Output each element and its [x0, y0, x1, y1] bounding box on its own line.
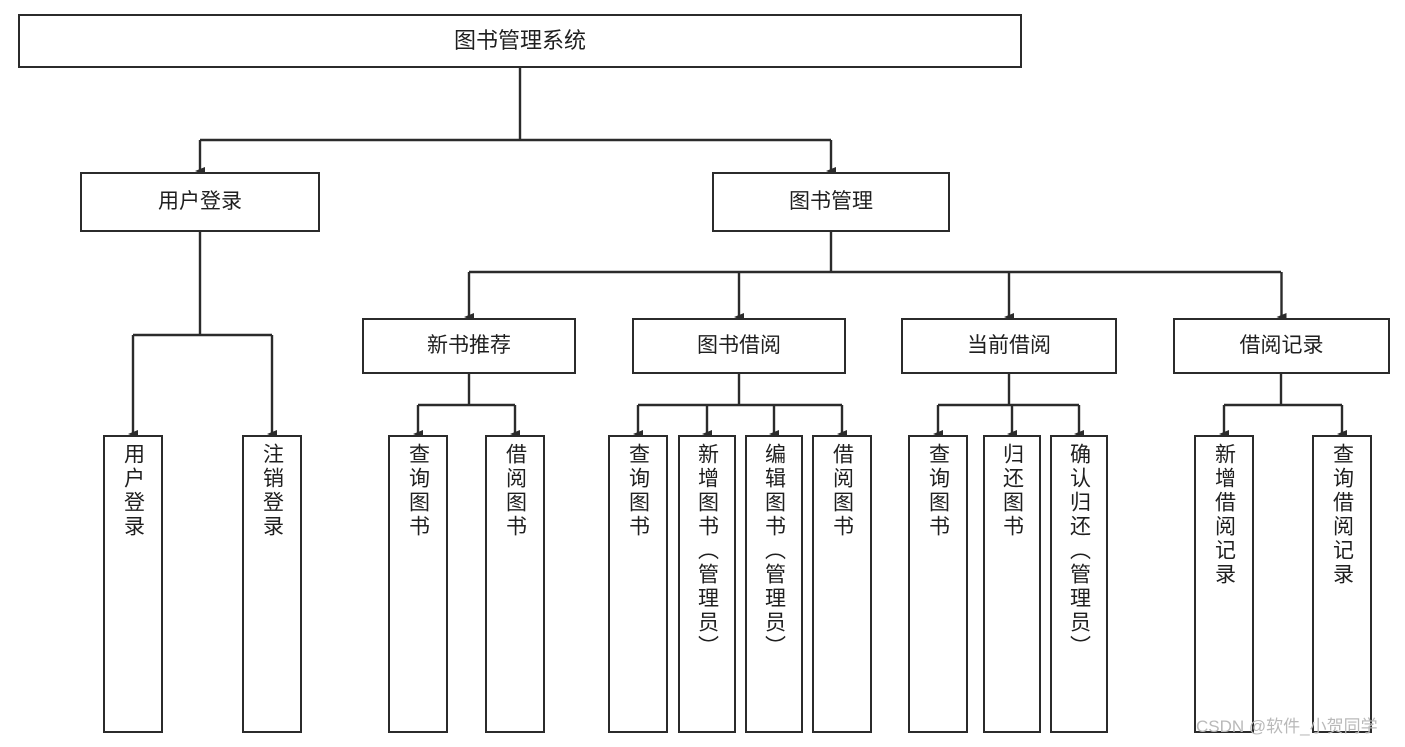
leaf-query-book-recommend[interactable]: 查询图书 [388, 435, 448, 733]
leaf-confirm-return-admin[interactable]: 确认归还（管理员） [1050, 435, 1108, 733]
node-label: 查询图书 [626, 443, 650, 539]
node-label: 查询借阅记录 [1330, 443, 1354, 587]
node-user-login[interactable]: 用户登录 [80, 172, 320, 232]
node-label: 编辑图书（管理员） [762, 443, 786, 659]
leaf-edit-book-admin[interactable]: 编辑图书（管理员） [745, 435, 803, 733]
node-current-borrow[interactable]: 当前借阅 [901, 318, 1117, 374]
watermark-csdn: CSDN @软件_小贺同学 [1196, 717, 1378, 736]
node-label: 图书借阅 [697, 333, 781, 357]
leaf-add-borrow-record[interactable]: 新增借阅记录 [1194, 435, 1254, 733]
node-label: 注销登录 [260, 443, 284, 539]
node-label: 新书推荐 [427, 333, 511, 357]
node-label: 图书管理 [789, 189, 873, 213]
node-label: 借阅记录 [1239, 333, 1324, 357]
node-label: 用户登录 [158, 189, 242, 213]
leaf-borrow-book[interactable]: 借阅图书 [812, 435, 872, 733]
node-label: 归还图书 [1000, 443, 1024, 539]
node-root[interactable]: 图书管理系统 [18, 14, 1022, 68]
node-borrow-record[interactable]: 借阅记录 [1173, 318, 1390, 374]
node-label: 新增借阅记录 [1212, 443, 1236, 587]
node-book-borrow[interactable]: 图书借阅 [632, 318, 846, 374]
node-new-book-recommend[interactable]: 新书推荐 [362, 318, 576, 374]
leaf-borrow-book-recommend[interactable]: 借阅图书 [485, 435, 545, 733]
node-label: 新增图书（管理员） [695, 443, 719, 659]
node-label: 确认归还（管理员） [1067, 443, 1091, 659]
node-label: 图书管理系统 [453, 28, 586, 54]
node-label: 用户登录 [121, 443, 145, 539]
node-label: 查询图书 [406, 443, 430, 539]
leaf-user-login[interactable]: 用户登录 [103, 435, 163, 733]
leaf-query-borrow-record[interactable]: 查询借阅记录 [1312, 435, 1372, 733]
leaf-return-book[interactable]: 归还图书 [983, 435, 1041, 733]
node-label: 查询图书 [926, 443, 950, 539]
leaf-query-book-current[interactable]: 查询图书 [908, 435, 968, 733]
leaf-query-book-borrow[interactable]: 查询图书 [608, 435, 668, 733]
node-label: 借阅图书 [503, 443, 527, 539]
leaf-logout-login[interactable]: 注销登录 [242, 435, 302, 733]
node-book-management[interactable]: 图书管理 [712, 172, 950, 232]
leaf-add-book-admin[interactable]: 新增图书（管理员） [678, 435, 736, 733]
node-label: 当前借阅 [967, 333, 1051, 357]
node-label: 借阅图书 [830, 443, 854, 539]
